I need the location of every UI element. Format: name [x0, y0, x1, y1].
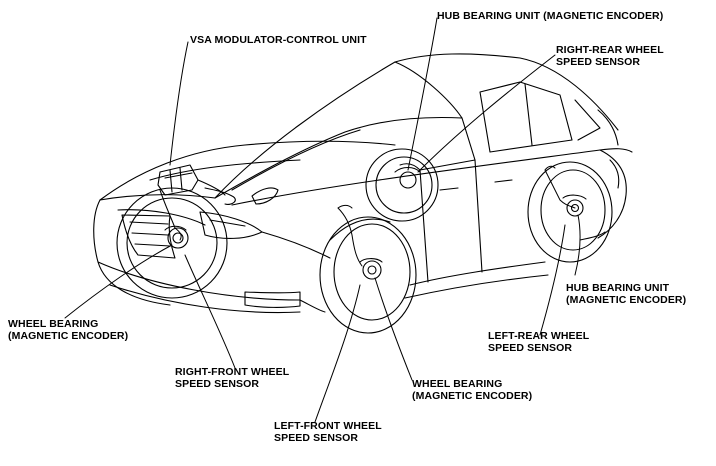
vsa-unit-label: VSA MODULATOR-CONTROL UNIT	[190, 34, 367, 46]
wheel-bearing-bottom-label: WHEEL BEARING (MAGNETIC ENCODER)	[412, 378, 533, 402]
hub-bearing-rear-top-label: HUB BEARING UNIT (MAGNETIC ENCODER)	[437, 10, 664, 22]
left-rear-wheel	[527, 161, 613, 263]
wheel-bearing-front-label: WHEEL BEARING (MAGNETIC ENCODER)	[8, 318, 129, 342]
hub-bearing-rear-right-label: HUB BEARING UNIT (MAGNETIC ENCODER)	[566, 282, 687, 306]
right-rear-wheel	[365, 148, 439, 222]
left-rear-sensor-label: LEFT-REAR WHEEL SPEED SENSOR	[488, 330, 590, 354]
right-front-sensor-label: RIGHT-FRONT WHEEL SPEED SENSOR	[175, 366, 290, 390]
left-front-sensor-label: LEFT-FRONT WHEEL SPEED SENSOR	[274, 420, 382, 444]
front-right-wheel	[116, 187, 228, 299]
right-rear-sensor-label: RIGHT-REAR WHEEL SPEED SENSOR	[556, 44, 664, 68]
sensor-harnesses	[174, 163, 576, 267]
car-body	[93, 53, 633, 314]
leader-lines	[64, 17, 581, 423]
left-front-wheel	[319, 216, 417, 334]
vsa-modulator-unit	[157, 164, 236, 229]
